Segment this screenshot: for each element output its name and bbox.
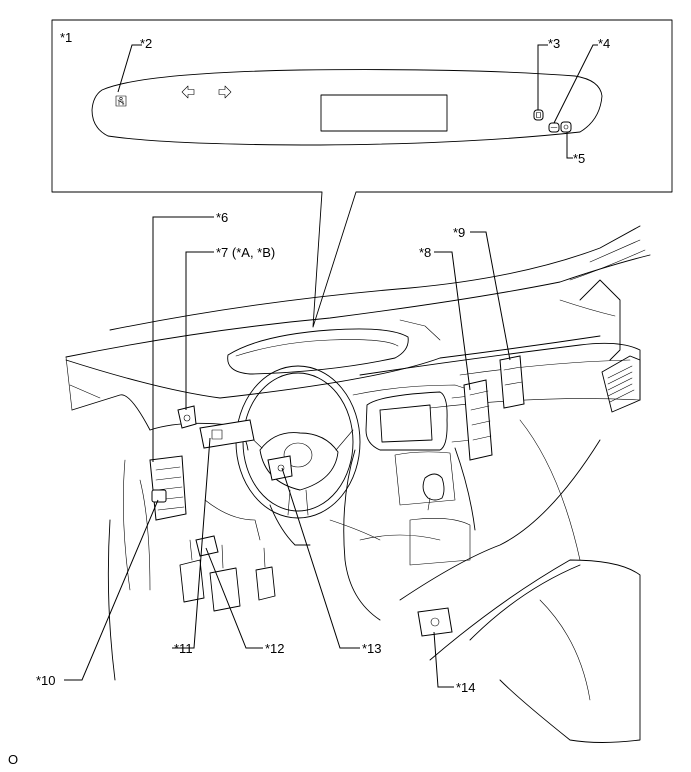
- callout-13: *13: [362, 641, 382, 656]
- seatbelt-warning-icon: [115, 95, 127, 107]
- part-6-ecu: [149, 455, 187, 521]
- part-9-ecu: [499, 355, 525, 409]
- callout-11: *11: [174, 641, 193, 656]
- callout-3: *3: [548, 36, 560, 51]
- leader-lines: [64, 216, 511, 688]
- sensor-part-3: [533, 109, 544, 121]
- callout-5: *5: [573, 151, 585, 166]
- combination-meter-detail: [91, 69, 603, 146]
- sensor-part-4: [548, 122, 560, 133]
- callout-7: *7 (*A, *B): [216, 245, 275, 260]
- part-11-module: [199, 419, 255, 449]
- part-14-sensor: [417, 607, 453, 637]
- part-7-sensor: [177, 405, 197, 429]
- callout-10: *10: [36, 673, 56, 688]
- part-13-sensor: [267, 455, 293, 481]
- callout-12: *12: [265, 641, 285, 656]
- callout-9: *9: [453, 225, 465, 240]
- footer-mark: O: [8, 752, 18, 767]
- callout-6: *6: [216, 210, 228, 225]
- callout-14: *14: [456, 680, 476, 695]
- dashboard-illustration: [65, 225, 651, 743]
- callout-8: *8: [419, 245, 431, 260]
- callout-4: *4: [598, 36, 610, 51]
- callout-1: *1: [60, 30, 72, 45]
- callout-2: *2: [140, 36, 152, 51]
- part-8-ecu: [463, 379, 493, 461]
- part-12-connector: [195, 535, 219, 557]
- left-turn-arrow-icon: [181, 85, 195, 99]
- detail-inset: [51, 19, 673, 328]
- right-turn-arrow-icon: [218, 85, 232, 99]
- sensor-part-5: [560, 121, 572, 133]
- part-10-connector: [151, 489, 167, 503]
- meter-display: [320, 94, 448, 132]
